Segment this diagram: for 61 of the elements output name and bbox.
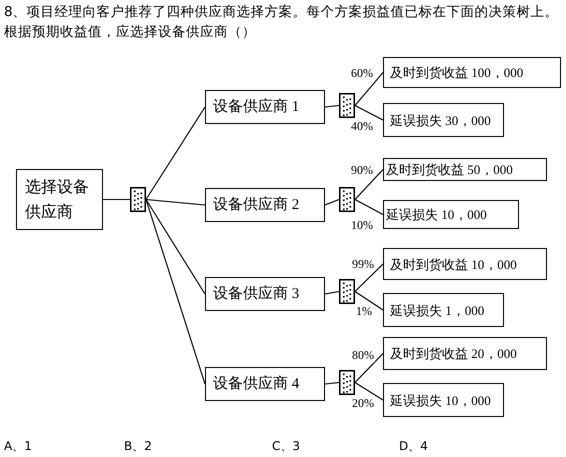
chance-node — [339, 187, 355, 212]
outcome-box — [383, 103, 504, 137]
connector-line — [146, 106, 206, 200]
node-label: 选择设备供应商 — [25, 178, 90, 222]
connector-line — [324, 382, 340, 385]
chance-node — [130, 187, 146, 212]
answer-option: B、2 — [124, 439, 152, 453]
answer-option: A、1 — [4, 439, 32, 453]
node-label: 及时到货收益 100，000 — [390, 65, 524, 80]
node-label: 设备供应商 4 — [213, 376, 300, 392]
chance-node — [339, 370, 355, 395]
connector-line — [324, 198, 340, 206]
probability-label: 40% — [350, 120, 374, 133]
connector-line — [324, 290, 340, 295]
node-label: 及时到货收益 50，000 — [386, 162, 513, 177]
node-label: 延误损失 10，000 — [386, 207, 487, 222]
connector-line — [145, 199, 206, 384]
option-box — [205, 367, 325, 401]
connector-line — [354, 291, 384, 310]
node-label: 延误损失 1，000 — [390, 302, 484, 318]
connector-line — [146, 198, 206, 206]
decision-box — [16, 169, 103, 230]
answer-option: C、3 — [272, 439, 300, 453]
probability-label: 1% — [355, 305, 373, 318]
outcome-box — [383, 57, 561, 88]
node-label: 延误损失 30，000 — [390, 112, 491, 128]
node-label: 延误损失 10，000 — [390, 392, 491, 408]
answer-option: D、4 — [399, 439, 428, 453]
chance-node — [339, 93, 355, 118]
node-label: 设备供应商 3 — [213, 286, 300, 302]
probability-label: 60% — [350, 67, 374, 80]
probability-label: 20% — [351, 397, 375, 410]
connector-line — [354, 169, 384, 200]
option-box — [205, 277, 325, 311]
probability-label: 99% — [351, 258, 375, 271]
option-box — [205, 90, 325, 124]
option-box — [205, 188, 325, 222]
connector-line — [354, 199, 384, 215]
probability-label: 90% — [350, 164, 374, 177]
probability-label: 80% — [351, 349, 375, 362]
node-label: 及时到货收益 20，000 — [390, 346, 517, 361]
outcome-box — [383, 158, 547, 181]
outcome-box — [383, 383, 504, 417]
connector-line — [146, 199, 206, 294]
connector-line — [103, 198, 130, 200]
connector-line — [324, 104, 340, 108]
chance-node — [339, 279, 355, 304]
question-text: 8、项目经理向客户推荐了四种供应商选择方案。每个方案损益值已标在下面的决策树上。根据预期收益值，应选择设备供应商（） — [4, 3, 560, 42]
outcome-box — [383, 200, 519, 229]
outcome-box — [383, 293, 504, 327]
connector-line — [354, 264, 384, 292]
connector-line — [354, 72, 384, 106]
connector-line — [354, 105, 384, 120]
node-label: 及时到货收益 10，000 — [390, 256, 517, 272]
connector-line — [354, 353, 384, 383]
probability-label: 10% — [350, 219, 374, 232]
node-label: 设备供应商 2 — [213, 196, 300, 214]
connector-line — [354, 382, 384, 400]
outcome-box — [383, 337, 547, 370]
node-label: 设备供应商 1 — [213, 98, 300, 116]
outcome-box — [383, 248, 547, 280]
